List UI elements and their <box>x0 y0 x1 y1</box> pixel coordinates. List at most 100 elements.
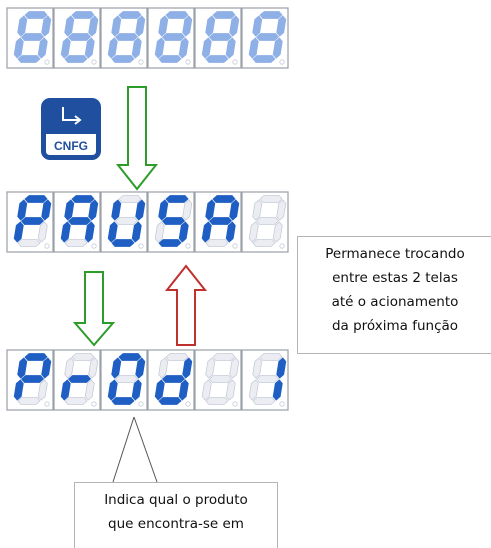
decimal-point <box>232 243 238 249</box>
digit-cell <box>147 7 195 69</box>
segment-d <box>17 239 41 247</box>
segment-d <box>252 397 276 405</box>
decimal-point <box>232 401 238 407</box>
segment-c <box>178 37 189 59</box>
segment-b <box>135 357 146 379</box>
segment-c <box>131 221 142 243</box>
segment-c <box>131 37 142 59</box>
segment-b <box>41 199 52 221</box>
segment-d <box>17 397 41 405</box>
decimal-point <box>279 59 285 65</box>
arrow-return-icon <box>62 107 82 125</box>
segment-f <box>158 199 169 221</box>
segment-d <box>64 55 88 63</box>
segment-g <box>20 33 45 41</box>
segment-a <box>118 353 142 361</box>
segment-f <box>17 15 28 37</box>
segment-d <box>111 239 135 247</box>
segment-g <box>255 33 280 41</box>
segment-g <box>255 375 280 383</box>
segment-d <box>17 55 41 63</box>
segment-e <box>107 37 118 59</box>
segment-f <box>205 357 216 379</box>
digit-cell <box>53 7 101 69</box>
segment-g <box>67 33 92 41</box>
note-line: Indica qual o produto <box>104 492 248 508</box>
segment-g <box>67 217 92 225</box>
digit-cell <box>6 191 54 253</box>
segment-b <box>88 15 99 37</box>
segment-b <box>135 15 146 37</box>
segment-c <box>225 37 236 59</box>
segment-f <box>252 15 263 37</box>
digit-cell <box>241 191 289 253</box>
segment-e <box>13 37 24 59</box>
segment-b <box>276 357 287 379</box>
digit-cell <box>100 7 148 69</box>
segment-g <box>114 217 139 225</box>
segment-f <box>158 357 169 379</box>
digit-cell <box>53 349 101 411</box>
segment-b <box>182 199 193 221</box>
segment-b <box>182 15 193 37</box>
display-test <box>6 7 289 69</box>
segment-c <box>37 379 48 401</box>
segment-f <box>64 15 75 37</box>
segment-a <box>259 353 283 361</box>
segment-c <box>84 379 95 401</box>
segment-d <box>64 239 88 247</box>
segment-a <box>71 11 95 19</box>
segment-d <box>64 397 88 405</box>
segment-f <box>64 199 75 221</box>
digit-cell <box>100 191 148 253</box>
segment-e <box>154 221 165 243</box>
segment-d <box>111 397 135 405</box>
segment-g <box>208 33 233 41</box>
segment-e <box>13 379 24 401</box>
segment-b <box>229 357 240 379</box>
segment-e <box>107 221 118 243</box>
segment-b <box>135 199 146 221</box>
segment-a <box>24 11 48 19</box>
segment-c <box>272 221 283 243</box>
decimal-point <box>185 401 191 407</box>
segment-d <box>158 55 182 63</box>
digit-cell <box>194 349 242 411</box>
segment-a <box>118 11 142 19</box>
arrow-pausa-to-prod <box>72 271 116 347</box>
cnfg-key[interactable]: CNFG <box>41 98 101 160</box>
digit-cell <box>53 191 101 253</box>
digit-cell <box>194 7 242 69</box>
note-line: entre estas 2 telas <box>332 270 458 286</box>
decimal-point <box>44 59 50 65</box>
segment-e <box>60 37 71 59</box>
segment-f <box>158 15 169 37</box>
decimal-point <box>44 243 50 249</box>
digit-cell <box>6 349 54 411</box>
segment-e <box>13 221 24 243</box>
segment-a <box>118 195 142 203</box>
segment-g <box>114 33 139 41</box>
note-line: que encontra-se em <box>108 516 244 532</box>
segment-g <box>20 217 45 225</box>
decimal-point <box>279 401 285 407</box>
segment-d <box>158 397 182 405</box>
segment-a <box>259 11 283 19</box>
segment-b <box>182 357 193 379</box>
note-line: até o acionamento <box>331 294 459 310</box>
segment-a <box>259 195 283 203</box>
segment-c <box>37 37 48 59</box>
segment-d <box>252 239 276 247</box>
segment-c <box>131 379 142 401</box>
segment-f <box>252 199 263 221</box>
decimal-point <box>91 243 97 249</box>
segment-e <box>201 37 212 59</box>
decimal-point <box>185 243 191 249</box>
display-prod <box>6 349 289 411</box>
segment-d <box>205 55 229 63</box>
segment-g <box>114 375 139 383</box>
segment-c <box>272 37 283 59</box>
segment-a <box>24 353 48 361</box>
segment-c <box>84 37 95 59</box>
